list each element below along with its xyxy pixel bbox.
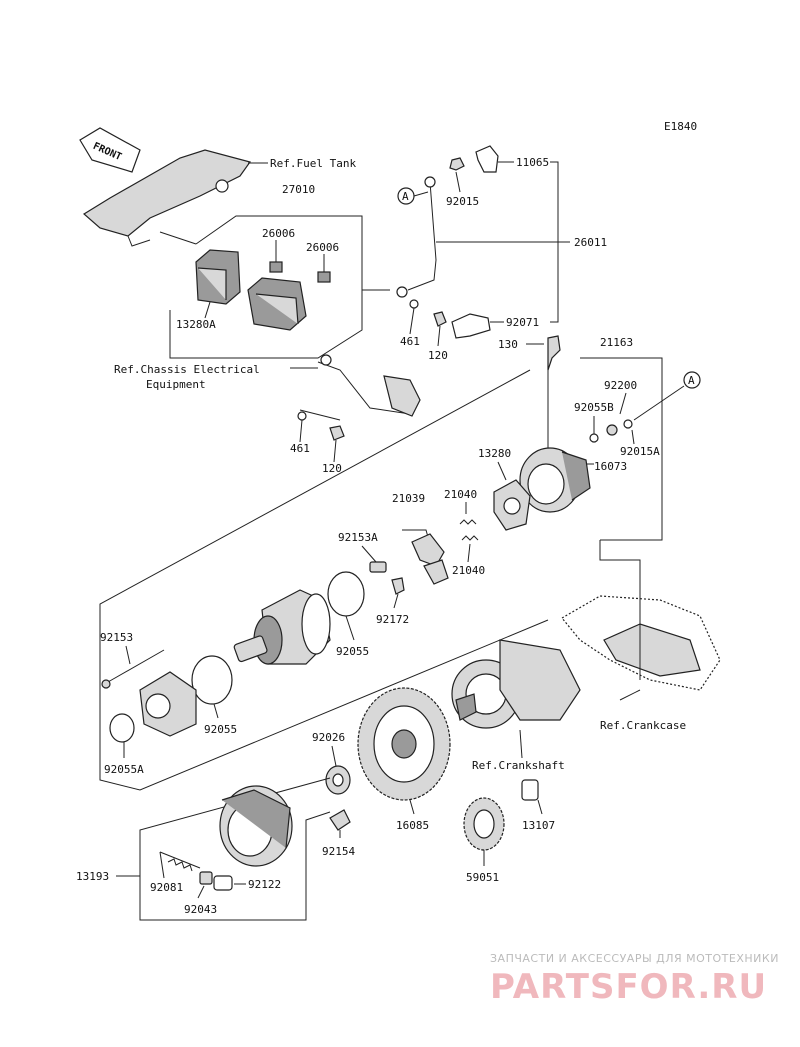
- diagram-code: E1840: [664, 120, 697, 133]
- oring-92055-b: [191, 655, 233, 705]
- label-ref-fuel-tank: Ref.Fuel Tank: [270, 157, 356, 170]
- gear-59051: [463, 797, 505, 851]
- label-21163: 21163: [600, 336, 633, 349]
- label-21040-b: 21040: [452, 564, 485, 577]
- label-92055-b: 92055: [204, 723, 237, 736]
- starter-front-cover: [139, 671, 197, 737]
- screw-92172: [391, 577, 405, 595]
- cap-11065: [475, 145, 499, 173]
- label-21039: 21039: [392, 492, 425, 505]
- label-92015A: 92015A: [620, 445, 660, 458]
- starter-motor-yoke: [233, 589, 331, 665]
- fuse-26006-a: [269, 261, 283, 273]
- relay-starter: [247, 277, 307, 331]
- label-13280A: 13280A: [176, 318, 216, 331]
- bolt-92154: [329, 809, 351, 831]
- label-92071: 92071: [506, 316, 539, 329]
- spring-21040-b: [461, 535, 479, 541]
- label-130: 130: [498, 338, 518, 351]
- label-92153: 92153: [100, 631, 133, 644]
- callout-a-bottom: A: [688, 374, 695, 387]
- label-461-a: 461: [400, 335, 420, 348]
- label-120-a: 120: [428, 349, 448, 362]
- label-92153A: 92153A: [338, 531, 378, 544]
- callout-a-top: A: [402, 190, 409, 203]
- label-27010: 27010: [282, 183, 315, 196]
- spring-21040-a: [459, 519, 477, 525]
- label-13193: 13193: [76, 870, 109, 883]
- brush-set-21039: [411, 533, 449, 585]
- front-arrow-icon: FRONT: [79, 127, 141, 173]
- end-cover-21163: [519, 447, 591, 513]
- nut-92015: [449, 157, 465, 171]
- watermark-logo: PARTSFOR.RU: [490, 967, 767, 1007]
- pin-13107: [521, 779, 539, 801]
- label-59051: 59051: [466, 871, 499, 884]
- nut-92200: [606, 424, 618, 436]
- label-92055B: 92055B: [574, 401, 614, 414]
- label-13107: 13107: [522, 819, 555, 832]
- plunger-92043: [199, 871, 213, 885]
- label-ref-crankcase: Ref.Crankcase: [600, 719, 686, 732]
- roller-92122: [213, 875, 233, 891]
- ground-cable: [317, 354, 421, 417]
- fuel-tank-bracket: [82, 149, 251, 247]
- label-92026: 92026: [312, 731, 345, 744]
- screw-92153A: [369, 561, 387, 573]
- label-ref-chassis-1: Ref.Chassis Electrical: [114, 363, 260, 376]
- label-92122: 92122: [248, 878, 281, 891]
- washer-461-a: [409, 299, 419, 309]
- label-13280: 13280: [478, 447, 511, 460]
- cap-92071: [451, 313, 491, 339]
- oring-92055B: [589, 433, 599, 443]
- label-92043: 92043: [184, 903, 217, 916]
- fuse-26006-b: [317, 271, 331, 283]
- label-92200: 92200: [604, 379, 637, 392]
- oring-92055A: [109, 713, 135, 743]
- oring-92055-a: [327, 571, 365, 617]
- label-16085: 16085: [396, 819, 429, 832]
- label-21040-a: 21040: [444, 488, 477, 501]
- brush-holder-13280: [493, 479, 531, 531]
- label-16073: 16073: [594, 460, 627, 473]
- label-26006-a: 26006: [262, 227, 295, 240]
- bolt-92153: [107, 649, 165, 683]
- crankcase-reference: [561, 595, 721, 691]
- bolt-120-a: [433, 311, 447, 327]
- label-11065: 11065: [516, 156, 549, 169]
- label-92055-a: 92055: [336, 645, 369, 658]
- bolt-130: [547, 335, 561, 371]
- watermark-tagline: ЗАПЧАСТИ И АКСЕССУАРЫ ДЛЯ МОТОТЕХНИКИ: [490, 952, 779, 965]
- label-ref-crankshaft: Ref.Crankshaft: [472, 759, 565, 772]
- label-92081: 92081: [150, 881, 183, 894]
- bolt-120-b: [329, 425, 345, 441]
- label-26006-b: 26006: [306, 241, 339, 254]
- label-92055A: 92055A: [104, 763, 144, 776]
- label-ref-chassis-2: Equipment: [146, 378, 206, 391]
- label-120-b: 120: [322, 462, 342, 475]
- washer-461-b: [297, 411, 307, 421]
- cable-26011: [396, 176, 437, 298]
- label-92154: 92154: [322, 845, 355, 858]
- label-92015: 92015: [446, 195, 479, 208]
- crankshaft-reference: [451, 639, 581, 729]
- label-26011: 26011: [574, 236, 607, 249]
- starter-gear-16085: [357, 687, 451, 801]
- label-461-b: 461: [290, 442, 310, 455]
- relay-13280A: [195, 249, 241, 305]
- label-92172: 92172: [376, 613, 409, 626]
- starter-clutch-13193: [219, 785, 293, 867]
- spring-92081: [167, 858, 193, 872]
- nut-92015A: [623, 419, 633, 429]
